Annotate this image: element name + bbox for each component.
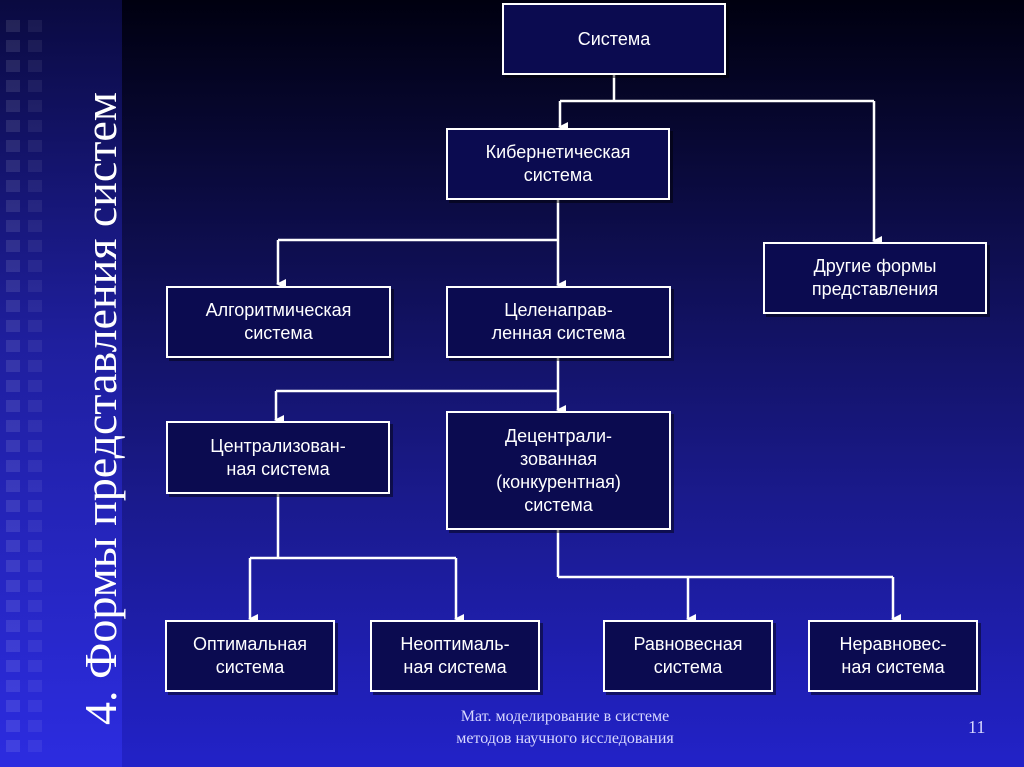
- node-centralized-system: Централизован- ная система: [166, 421, 390, 494]
- node-non-equilibrium-system: Неравновес- ная система: [808, 620, 978, 692]
- node-decentralized-system: Децентрали- зованная (конкурентная) сист…: [446, 411, 671, 530]
- sidebar: [0, 0, 122, 767]
- decorative-squares: [6, 20, 30, 760]
- node-optimal-system: Оптимальная система: [165, 620, 335, 692]
- node-other-forms: Другие формы представления: [763, 242, 987, 314]
- node-non-optimal-system: Неоптималь- ная система: [370, 620, 540, 692]
- footer-caption: Мат. моделирование в системе методов нау…: [456, 708, 674, 747]
- node-cybernetic-system: Кибернетическая система: [446, 128, 670, 200]
- node-equilibrium-system: Равновесная система: [603, 620, 773, 692]
- node-system: Система: [502, 3, 726, 75]
- decorative-squares: [28, 20, 52, 760]
- page-number: 11: [968, 717, 986, 737]
- node-goal-directed-system: Целенаправ- ленная система: [446, 286, 671, 358]
- node-algorithmic-system: Алгоритмическая система: [166, 286, 391, 358]
